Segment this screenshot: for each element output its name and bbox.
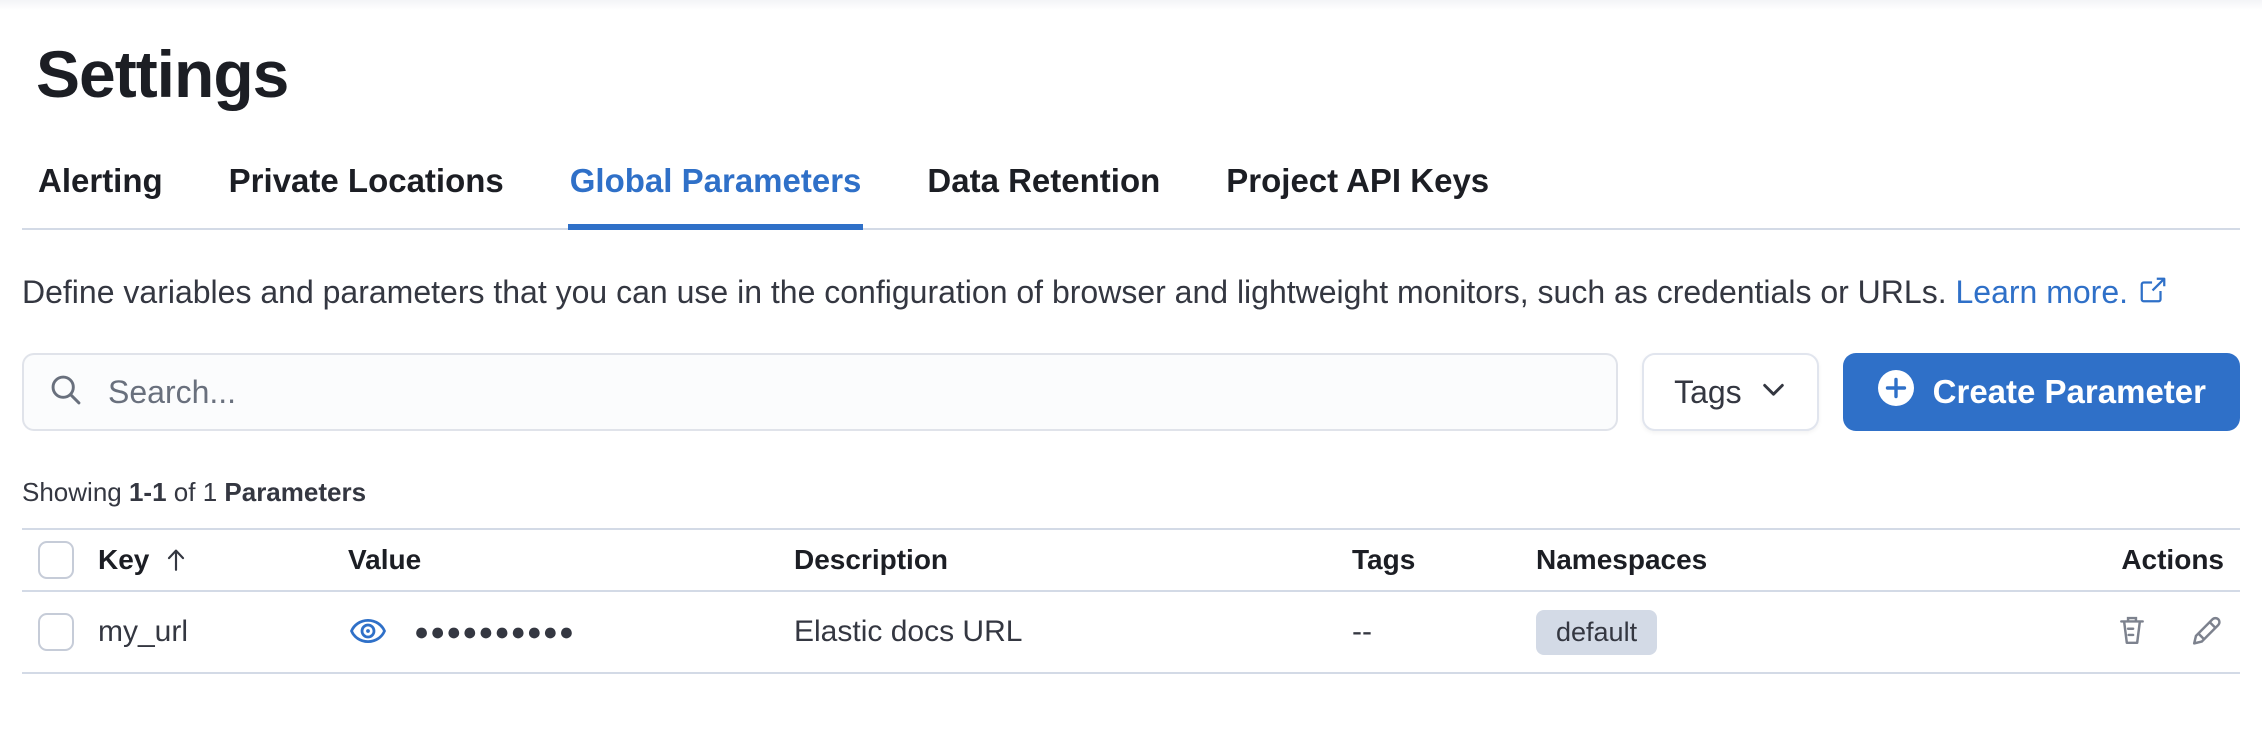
summary-range: 1-1 — [128, 477, 167, 507]
select-row-checkbox[interactable] — [38, 613, 74, 651]
tab-alerting[interactable]: Alerting — [38, 162, 163, 199]
settings-page: Settings Alerting Private Locations Glob… — [0, 36, 2262, 674]
tab-private-locations[interactable]: Private Locations — [228, 162, 504, 199]
column-header-key[interactable]: Key — [86, 544, 336, 576]
search-box[interactable] — [22, 353, 1619, 431]
masked-value: ●●●●●●●●●● — [414, 617, 576, 646]
table-header-row: Key Value Description Tags Namespaces Ac… — [22, 528, 2240, 592]
create-parameter-button[interactable]: Create Parameter — [1842, 353, 2240, 431]
sort-ascending-arrow-icon — [161, 545, 191, 575]
tags-filter-button[interactable]: Tags — [1642, 353, 1819, 431]
external-link-icon — [2138, 270, 2168, 319]
summary-middle: of 1 — [173, 477, 218, 507]
create-parameter-label: Create Parameter — [1932, 373, 2206, 410]
plus-in-circle-icon — [1877, 369, 1915, 415]
tabs-bar: Alerting Private Locations Global Parame… — [22, 148, 2240, 230]
description-text: Define variables and parameters that you… — [22, 274, 1947, 310]
pencil-icon — [2188, 613, 2224, 652]
tabs: Alerting Private Locations Global Parame… — [36, 148, 2240, 230]
column-header-namespaces: Namespaces — [1536, 544, 1708, 575]
edit-parameter-button[interactable] — [2188, 613, 2224, 652]
tab-global-parameters[interactable]: Global Parameters — [567, 148, 864, 230]
column-header-tags: Tags — [1352, 544, 1416, 575]
column-header-actions: Actions — [2121, 544, 2224, 575]
parameter-actions-cell — [2064, 613, 2240, 652]
parameters-table: Key Value Description Tags Namespaces Ac… — [22, 528, 2240, 674]
chevron-down-icon — [1760, 374, 1787, 411]
delete-parameter-button[interactable] — [2114, 613, 2150, 652]
parameter-value-cell: ●●●●●●●●●● — [336, 611, 782, 654]
tab-project-api-keys[interactable]: Project API Keys — [1226, 162, 1490, 199]
search-input[interactable] — [106, 372, 1593, 412]
parameter-tags-cell: -- — [1352, 615, 1372, 648]
table-row: my_url ●●●●●●●●●● Elastic docs URL -- de… — [22, 592, 2240, 674]
tags-filter-label: Tags — [1674, 373, 1742, 410]
parameter-description-cell: Elastic docs URL — [794, 615, 1023, 648]
trash-icon — [2114, 613, 2150, 652]
learn-more-label: Learn more. — [1955, 274, 2128, 310]
tab-data-retention[interactable]: Data Retention — [927, 162, 1161, 199]
search-icon — [48, 372, 84, 413]
column-header-value: Value — [348, 544, 422, 575]
page-description: Define variables and parameters that you… — [22, 268, 2222, 319]
select-all-checkbox[interactable] — [38, 541, 74, 579]
parameter-namespaces-cell: default — [1524, 609, 2064, 655]
learn-more-link[interactable]: Learn more. — [1955, 274, 2168, 310]
toolbar: Tags Create Parameter — [22, 353, 2240, 431]
parameter-key-cell: my_url — [98, 615, 189, 648]
column-header-key-label: Key — [98, 544, 150, 575]
top-edge-fade — [0, 0, 2262, 10]
reveal-value-button[interactable] — [348, 611, 388, 654]
column-header-description: Description — [794, 544, 949, 575]
results-summary: Showing 1-1 of 1 Parameters — [22, 477, 2240, 508]
summary-prefix: Showing — [22, 477, 122, 507]
namespace-badge: default — [1536, 609, 1658, 655]
summary-entity: Parameters — [224, 477, 367, 507]
page-title: Settings — [36, 37, 289, 111]
eye-icon — [348, 611, 388, 654]
